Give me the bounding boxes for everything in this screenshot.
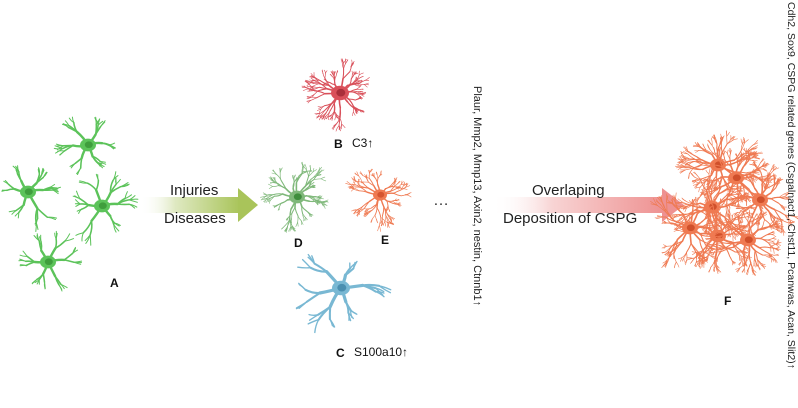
label-c: C (336, 346, 345, 360)
marker-b: C3↑ (352, 136, 374, 150)
label-b: B (334, 137, 343, 151)
arrow-injuries-diseases (140, 188, 258, 222)
label-a: A (110, 276, 119, 290)
astrocyte-c-blue (295, 253, 392, 334)
astrocyte-e-orange (345, 168, 412, 232)
ellipsis: … (433, 192, 449, 209)
arrow-right-text-1: Overlaping (532, 182, 605, 199)
gene-list-middle: Plaur, Mmp2, Mmp13, Axin2, nestin, Ctnnb… (471, 86, 483, 307)
label-f: F (724, 294, 732, 308)
astrocyte-b-red (301, 58, 370, 132)
marker-c: S100a10↑ (354, 345, 409, 359)
label-d: D (294, 236, 303, 250)
arrow-left-text-2: Diseases (164, 210, 226, 227)
astrocyte-cluster-f (650, 130, 798, 276)
label-e: E (381, 233, 390, 247)
arrow-left-text-1: Injuries (170, 182, 219, 199)
astrocyte-d-green (260, 161, 329, 233)
arrow-right-text-2: Deposition of CSPG (503, 210, 638, 227)
gene-list-right: Cdh2, Sox9, CSPG related genes (Csgalnac… (785, 2, 797, 369)
astrocyte-group-a (1, 116, 139, 292)
